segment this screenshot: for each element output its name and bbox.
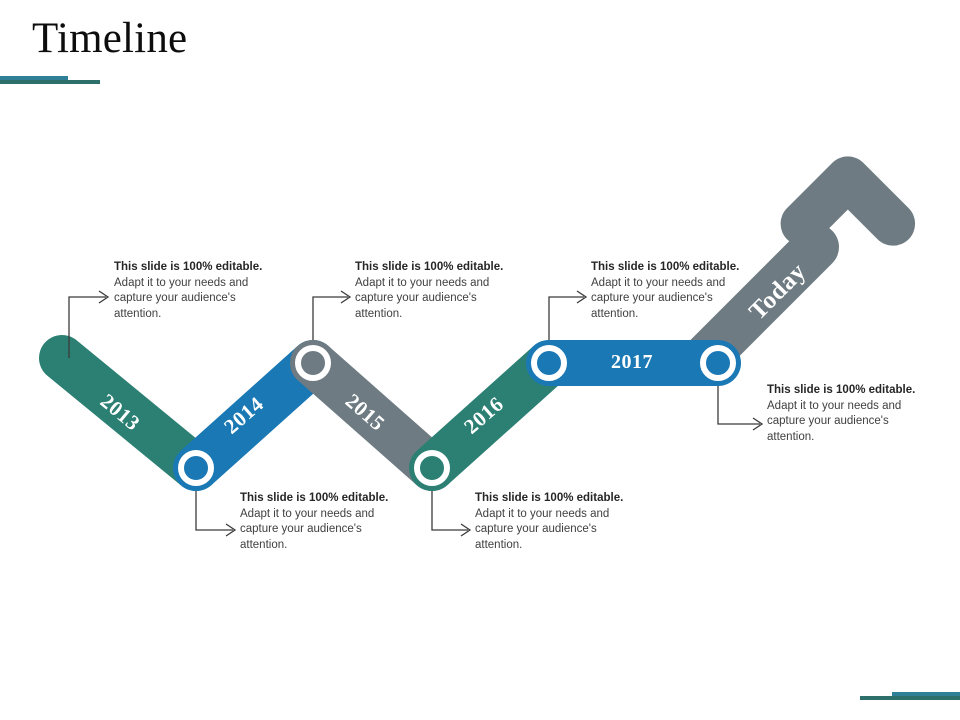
connector-3 bbox=[548, 296, 584, 340]
callout-text-1: This slide is 100% editable. Adapt it to… bbox=[114, 260, 264, 322]
callout-text-6: This slide is 100% editable. Adapt it to… bbox=[475, 491, 625, 553]
marker-2016-2017[interactable] bbox=[531, 345, 567, 381]
year-label-2017: 2017 bbox=[611, 351, 653, 373]
footer-rule-top bbox=[892, 692, 960, 696]
callout-text-3: This slide is 100% editable. Adapt it to… bbox=[591, 260, 741, 322]
callout-rest-2: Adapt it to your needs and capture your … bbox=[355, 276, 490, 320]
callout-rest-3: Adapt it to your needs and capture your … bbox=[591, 276, 726, 320]
connector-6 bbox=[431, 491, 468, 531]
marker-2013-2014[interactable] bbox=[178, 450, 214, 486]
callout-bold-5: This slide is 100% editable. bbox=[240, 492, 389, 504]
marker-2014-2015[interactable] bbox=[295, 345, 331, 381]
connector-3-arrowhead bbox=[576, 290, 588, 304]
title-rule-bottom bbox=[0, 80, 100, 84]
timeline-markers bbox=[178, 345, 736, 486]
connector-lines bbox=[68, 290, 764, 537]
callout-bold-3: This slide is 100% editable. bbox=[591, 261, 740, 273]
connector-5 bbox=[195, 491, 233, 531]
marker-2015-2016[interactable] bbox=[414, 450, 450, 486]
connector-6-arrowhead bbox=[460, 523, 472, 537]
connector-5-arrowhead bbox=[225, 523, 237, 537]
segment-2013[interactable] bbox=[39, 335, 219, 491]
connector-4-arrowhead bbox=[752, 417, 764, 431]
callout-text-5: This slide is 100% editable. Adapt it to… bbox=[240, 491, 390, 553]
today-arrowhead bbox=[780, 156, 916, 246]
callout-bold-4: This slide is 100% editable. bbox=[767, 384, 916, 396]
segment-2014[interactable] bbox=[173, 340, 336, 491]
callout-rest-4: Adapt it to your needs and capture your … bbox=[767, 399, 902, 443]
callout-rest-6: Adapt it to your needs and capture your … bbox=[475, 507, 610, 551]
callout-text-4: This slide is 100% editable. Adapt it to… bbox=[767, 383, 917, 445]
callout-rest-5: Adapt it to your needs and capture your … bbox=[240, 507, 375, 551]
connector-2-arrowhead bbox=[340, 290, 352, 304]
page-title: Timeline bbox=[32, 15, 188, 62]
segment-2015[interactable] bbox=[290, 340, 455, 491]
marker-2017-today[interactable] bbox=[700, 345, 736, 381]
connector-4 bbox=[717, 386, 760, 425]
connector-2 bbox=[312, 296, 348, 340]
footer-rule-bottom bbox=[860, 696, 960, 700]
callout-bold-6: This slide is 100% editable. bbox=[475, 492, 624, 504]
callout-rest-1: Adapt it to your needs and capture your … bbox=[114, 276, 249, 320]
connector-1-arrowhead bbox=[98, 290, 110, 304]
callout-bold-2: This slide is 100% editable. bbox=[355, 261, 504, 273]
segment-2016[interactable] bbox=[409, 340, 572, 491]
title-rule-top bbox=[0, 76, 68, 80]
callout-text-2: This slide is 100% editable. Adapt it to… bbox=[355, 260, 505, 322]
connector-1 bbox=[68, 296, 106, 358]
callout-bold-1: This slide is 100% editable. bbox=[114, 261, 263, 273]
